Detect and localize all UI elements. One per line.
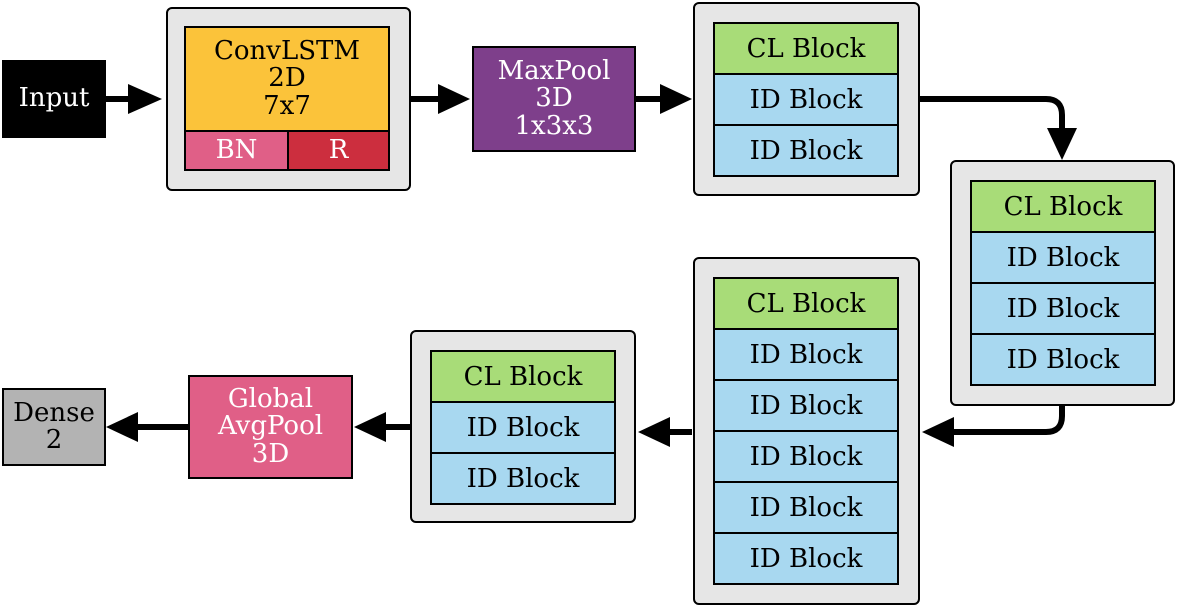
arrow-stage2-to-stage3	[922, 406, 1065, 447]
stage3-id-block: ID Block	[713, 481, 899, 534]
batchnorm-label: BN	[215, 134, 258, 165]
stage1-cl-block: CL Block	[713, 22, 899, 75]
stage1-id-block: ID Block	[713, 73, 899, 126]
input-label: Input	[18, 83, 90, 114]
avgpool-line3: 3D	[251, 438, 290, 469]
stage3-id-block: ID Block	[713, 532, 899, 585]
stage2-id-block: ID Block	[970, 282, 1156, 335]
stage3-id-block: ID Block	[713, 430, 899, 483]
maxpool-line3: 1x3x3	[514, 110, 594, 141]
stage1-id-block: ID Block	[713, 124, 899, 177]
relu-node: R	[287, 130, 390, 171]
convlstm-line3: 7x7	[263, 90, 311, 121]
dense-node: Dense 2	[2, 388, 106, 466]
stage3-id-block: ID Block	[713, 379, 899, 432]
maxpool-node: MaxPool 3D 1x3x3	[472, 46, 636, 152]
stage2-id-block: ID Block	[970, 333, 1156, 386]
stage2-cl-block: CL Block	[970, 180, 1156, 233]
convlstm-line1: ConvLSTM	[213, 36, 361, 67]
maxpool-line1: MaxPool	[497, 56, 611, 87]
dense-line2: 2	[45, 425, 63, 455]
relu-label: R	[328, 134, 349, 165]
dense-line1: Dense	[13, 397, 95, 428]
arrow-convlstm-to-maxpool	[411, 84, 470, 114]
arrow-input-to-convlstm	[106, 84, 162, 114]
arrow-stage3-to-stage4	[638, 417, 692, 447]
arrow-stage1-to-stage2	[920, 96, 1077, 160]
maxpool-line2: 3D	[535, 83, 573, 114]
avgpool-line2: AvgPool	[217, 411, 324, 442]
arrow-maxpool-to-stage1	[636, 84, 692, 114]
input-node: Input	[2, 60, 106, 138]
convlstm-node: ConvLSTM 2D 7x7	[184, 26, 390, 132]
arrow-stage4-to-avgpool	[354, 412, 410, 442]
stage3-id-block: ID Block	[713, 328, 899, 381]
stage4-cl-block: CL Block	[430, 350, 616, 403]
stage2-id-block: ID Block	[970, 231, 1156, 284]
global-avgpool-node: Global AvgPool 3D	[188, 375, 353, 479]
stage3-cl-block: CL Block	[713, 277, 899, 330]
avgpool-line1: Global	[227, 384, 314, 415]
convlstm-line2: 2D	[268, 63, 306, 94]
batchnorm-node: BN	[184, 130, 289, 171]
arrow-avgpool-to-dense	[106, 412, 188, 442]
stage4-id-block: ID Block	[430, 401, 616, 454]
stage4-id-block: ID Block	[430, 452, 616, 505]
